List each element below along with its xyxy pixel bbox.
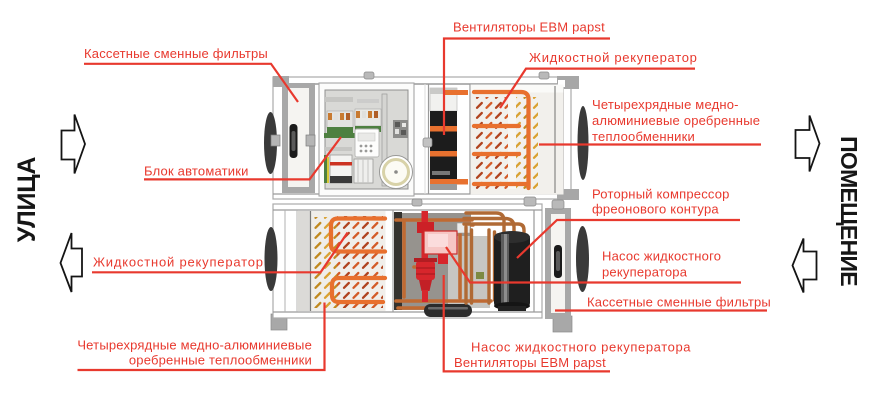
svg-text:Блок автоматики: Блок автоматики [144, 164, 249, 179]
svg-text:Жидкостной рекуператор: Жидкостной рекуператор [529, 50, 698, 65]
svg-text:алюминиевые оребренные: алюминиевые оребренные [592, 113, 760, 128]
svg-text:теплообменники: теплообменники [592, 129, 695, 144]
svg-text:УЛИЦА: УЛИЦА [13, 157, 41, 243]
svg-text:Вентиляторы EBM papst: Вентиляторы EBM papst [453, 20, 605, 35]
svg-text:Четырехрядные медно-: Четырехрядные медно- [592, 97, 739, 112]
svg-text:рекуператора: рекуператора [602, 265, 688, 280]
svg-text:оребренные теплообменники: оребренные теплообменники [129, 353, 312, 368]
svg-text:Кассетные сменные фильтры: Кассетные сменные фильтры [587, 295, 771, 310]
svg-text:Роторный компрессор: Роторный компрессор [592, 187, 730, 202]
svg-text:Кассетные сменные фильтры: Кассетные сменные фильтры [84, 46, 268, 61]
svg-text:Жидкостной рекуператор: Жидкостной рекуператор [93, 255, 264, 270]
svg-text:Насос жидкостного: Насос жидкостного [602, 249, 721, 264]
svg-text:Насос жидкостного рекуператора: Насос жидкостного рекуператора [471, 340, 691, 355]
svg-text:фреонового контура: фреонового контура [592, 202, 719, 217]
svg-text:Вентиляторы EBM papst: Вентиляторы EBM papst [454, 355, 606, 370]
svg-text:ПОМЕЩЕНИЕ: ПОМЕЩЕНИЕ [836, 136, 862, 286]
svg-text:Четырехрядные медно-алюминиевы: Четырехрядные медно-алюминиевые [77, 338, 312, 353]
